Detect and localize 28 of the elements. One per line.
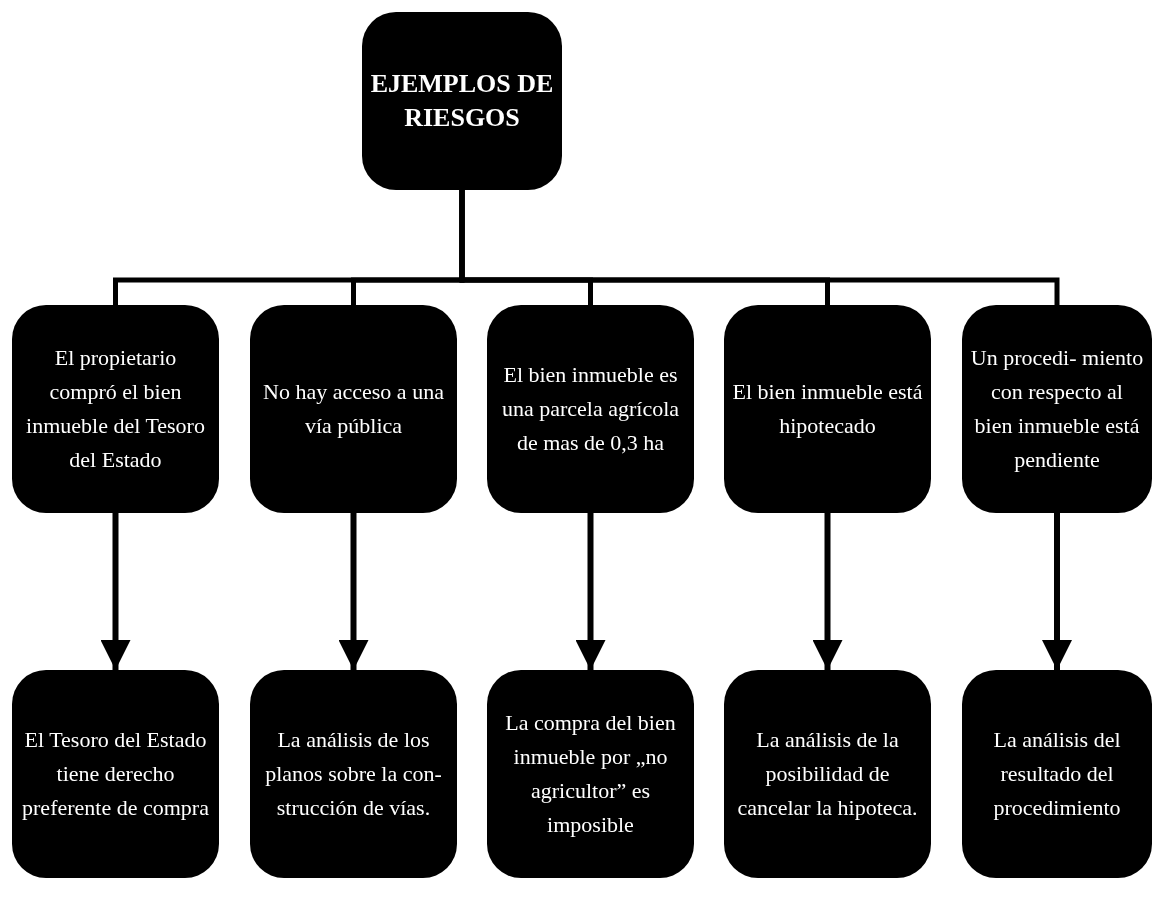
- arrow: [338, 513, 369, 670]
- rounded-box: [250, 670, 457, 878]
- arrow: [100, 513, 131, 670]
- box-text: La compra del bien inmueble por „no agricultor” es imposible: [504, 709, 677, 839]
- rounded-box: [487, 670, 694, 878]
- rounded-box: [724, 305, 931, 513]
- rounded-box: [962, 305, 1152, 513]
- arrow: [1042, 513, 1072, 670]
- box-text: EJEMPLOS DE RIESGOS: [370, 68, 554, 134]
- rounded-box: [250, 305, 457, 513]
- rounded-box: [724, 670, 931, 878]
- box-text: El bien inmueble está hipotecado: [732, 378, 923, 440]
- title-box: [362, 12, 562, 190]
- rounded-box: [962, 670, 1152, 878]
- box-text: No hay acceso a una vía pública: [262, 378, 445, 440]
- box-text: La análisis de los planos sobre la con- strucción de vías.: [264, 726, 443, 822]
- box-text: El propietario compró el bien inmueble del Tesoro del Estado: [25, 344, 206, 474]
- rounded-box: [487, 305, 694, 513]
- arrow: [812, 513, 843, 670]
- rounded-box: [12, 670, 219, 878]
- box-text: El Tesoro del Estado tiene derecho preferente de compra: [21, 726, 210, 822]
- box-text: El bien inmueble es una parcela agrícola de mas de 0,3 ha: [500, 361, 681, 457]
- box-text: Un procedi- miento con respecto al bien inmueble está pendiente: [970, 344, 1144, 474]
- box-text: La análisis de la posibilidad de cancelar la hipoteca.: [736, 726, 919, 822]
- box-text: La análisis del resultado del procedimiento: [992, 726, 1122, 822]
- connector-line: [459, 190, 1060, 305]
- arrow: [575, 513, 606, 670]
- rounded-box: [12, 305, 219, 513]
